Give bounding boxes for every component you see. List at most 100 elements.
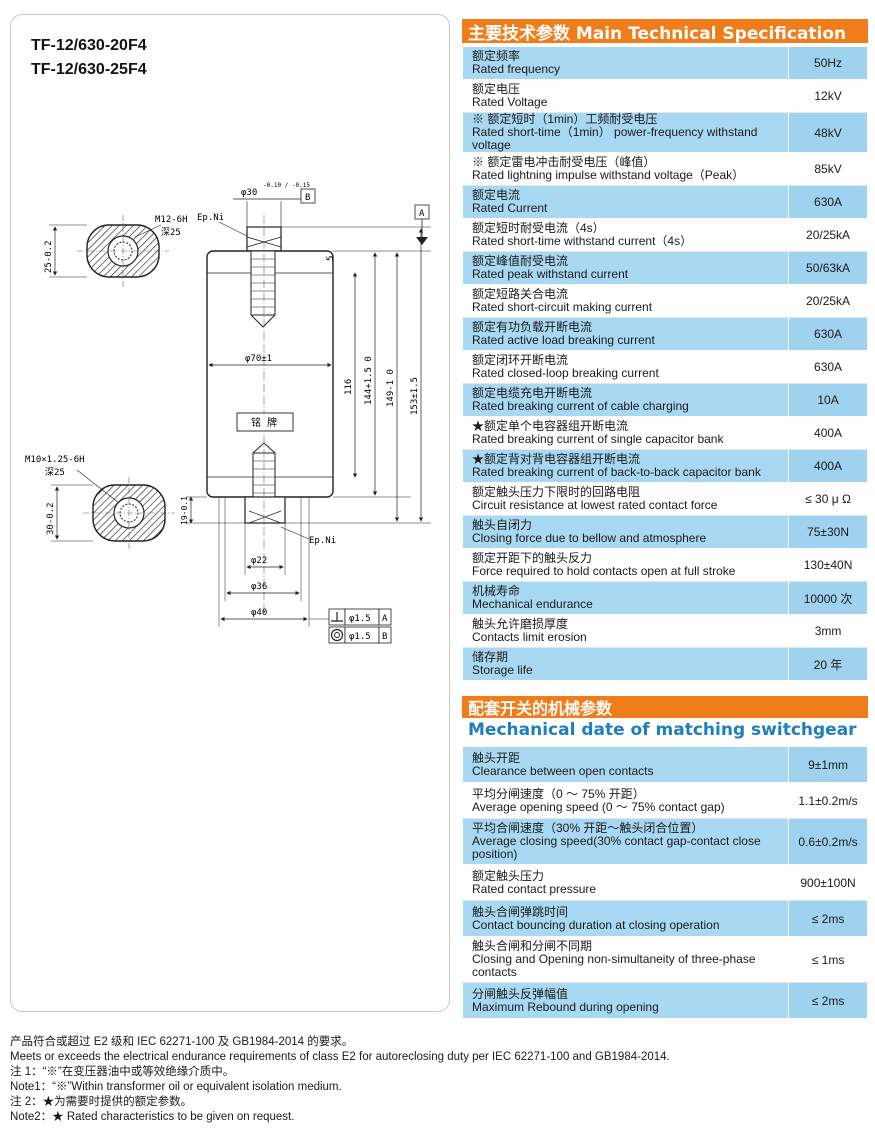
spec-value: 9±1mm xyxy=(788,746,868,783)
tol-conc-datum: B xyxy=(382,632,387,642)
spec-label-cn: 额定电缆充电开断电流 xyxy=(472,386,593,400)
drawing-panel: TF-12/630-20F4 TF-12/630-25F4 25-0.2 xyxy=(10,14,450,1012)
note-line: 产品符合或超过 E2 级和 IEC 62271-100 及 GB1984-201… xyxy=(10,1036,354,1048)
spec-label-en: Circuit resistance at lowest rated conta… xyxy=(472,498,718,512)
spec-row: ※ 额定雷电冲击耐受电压（峰值）Rated lightning impulse … xyxy=(461,152,868,186)
dim-149-label: 149-1 0 xyxy=(386,369,396,407)
spec-label: 平均合闸速度（30% 开距～触头闭合位置）Average closing spe… xyxy=(461,818,790,865)
spec-value: 400A xyxy=(788,449,868,483)
depth-top-label: 深25 xyxy=(161,227,181,238)
spec-row: 平均合闸速度（30% 开距～触头闭合位置）Average closing spe… xyxy=(461,818,868,865)
datum-a-label: A xyxy=(419,209,425,219)
spec-value: 20/25kA xyxy=(788,284,868,318)
spec-label-cn: 额定电压 xyxy=(472,82,521,96)
dim-144-label: 144+1.5 0 xyxy=(364,356,374,405)
depth-bottom-label: 深25 xyxy=(45,467,65,478)
dia-40-label: φ40 xyxy=(251,608,267,618)
model-name-1: TF-12/630-20F4 xyxy=(31,37,147,54)
spec-label-cn: 触头允许磨损厚度 xyxy=(472,617,569,631)
spec-label-cn: 平均分闸速度（0 ～ 75% 开距） xyxy=(472,786,645,801)
tolerance-frames: φ1.5 A φ1.5 B xyxy=(328,608,392,644)
main-spec-title: 主要技术参数 Main Technical Specification xyxy=(462,19,868,44)
spec-label-cn: ★额定单个电容器组开断电流 xyxy=(472,419,629,433)
ep-ni-bottom-label: Ep.Ni xyxy=(309,536,336,546)
shaft-top-tol-label: -0.10 / -0.15 xyxy=(263,182,310,189)
spec-value: 50/63kA xyxy=(788,251,868,285)
spec-label-en: Contacts limit erosion xyxy=(472,630,587,644)
tol-perp-datum: A xyxy=(382,614,388,624)
spec-label-cn: 分闸触头反弹幅值 xyxy=(472,986,569,1001)
spec-value: 630A xyxy=(788,185,868,219)
notes: 产品符合或超过 E2 级和 IEC 62271-100 及 GB1984-201… xyxy=(10,1035,865,1125)
spec-value: 400A xyxy=(788,416,868,450)
spec-label-en: Contact bouncing duration at closing ope… xyxy=(472,917,720,932)
dim-153-label: 153±1.5 xyxy=(410,377,420,415)
spec-label-en: Rated contact pressure xyxy=(472,881,597,896)
spec-row: 平均分闸速度（0 ～ 75% 开距）Average opening speed … xyxy=(461,782,868,819)
thread-top-label: M12-6H xyxy=(155,215,188,225)
spec-value: ≤ 1ms xyxy=(788,936,868,983)
spec-label-en: Rated short-circuit making current xyxy=(472,300,653,314)
interrupter-body: 铭 牌 φ70±1 xyxy=(206,215,334,615)
note-line: Meets or exceeds the electrical enduranc… xyxy=(10,1051,670,1063)
spec-label-cn: 额定频率 xyxy=(472,49,521,63)
spec-value: 10000 次 xyxy=(788,581,868,615)
spec-label: 额定短时耐受电流（4s）Rated short-time withstand c… xyxy=(461,218,790,252)
spec-value: 630A xyxy=(788,317,868,351)
spec-value: 12kV xyxy=(788,79,868,113)
shaft-top-label: φ30 xyxy=(241,188,257,198)
note-line: Note2：★ Rated characteristics to be give… xyxy=(10,1111,295,1123)
spec-label-en: Rated breaking current of back-to-back c… xyxy=(472,465,761,479)
dia-70-label: φ70±1 xyxy=(245,354,272,364)
spec-label: ※ 额定雷电冲击耐受电压（峰值）Rated lightning impulse … xyxy=(461,152,790,186)
note-line: 注 1：“※”在变压器油中或等效绝缘介质中。 xyxy=(10,1066,235,1078)
ep-ni-top-label: Ep.Ni xyxy=(197,213,224,223)
spec-label-cn: ★额定背对背电容器组开断电流 xyxy=(472,452,641,466)
technical-drawing: 25-0.2 M12-6H 深25 30-0.2 M10×1.25-6H 深25… xyxy=(25,182,431,644)
dim-19-label: 19-0.1 xyxy=(180,496,189,525)
spec-label-cn: 额定短时耐受电流（4s） xyxy=(472,221,605,235)
spec-label-cn: 额定电流 xyxy=(472,188,521,202)
spec-label-cn: ※ 额定短时（1min）工频耐受电压 xyxy=(472,112,658,126)
tol-perp-value: φ1.5 xyxy=(349,614,371,624)
nameplate-label: 铭 牌 xyxy=(251,416,277,429)
spec-label-cn: 触头开距 xyxy=(472,750,521,765)
spec-label-en: Rated lightning impulse withstand voltag… xyxy=(472,168,745,182)
spec-label-cn: 额定触头压力 xyxy=(472,868,545,883)
spec-value: 48kV xyxy=(788,112,868,153)
spec-value: ≤ 30 μ Ω xyxy=(788,482,868,516)
tol-conc-value: φ1.5 xyxy=(349,632,371,642)
dim-25-label: 25-0.2 xyxy=(44,240,54,273)
spec-label-cn: 储存期 xyxy=(472,650,509,664)
spec-value: 50Hz xyxy=(788,46,868,80)
spec-label-cn: 平均合闸速度（30% 开距～触头闭合位置） xyxy=(472,821,704,835)
spec-label-en: Mechanical endurance xyxy=(472,597,593,611)
